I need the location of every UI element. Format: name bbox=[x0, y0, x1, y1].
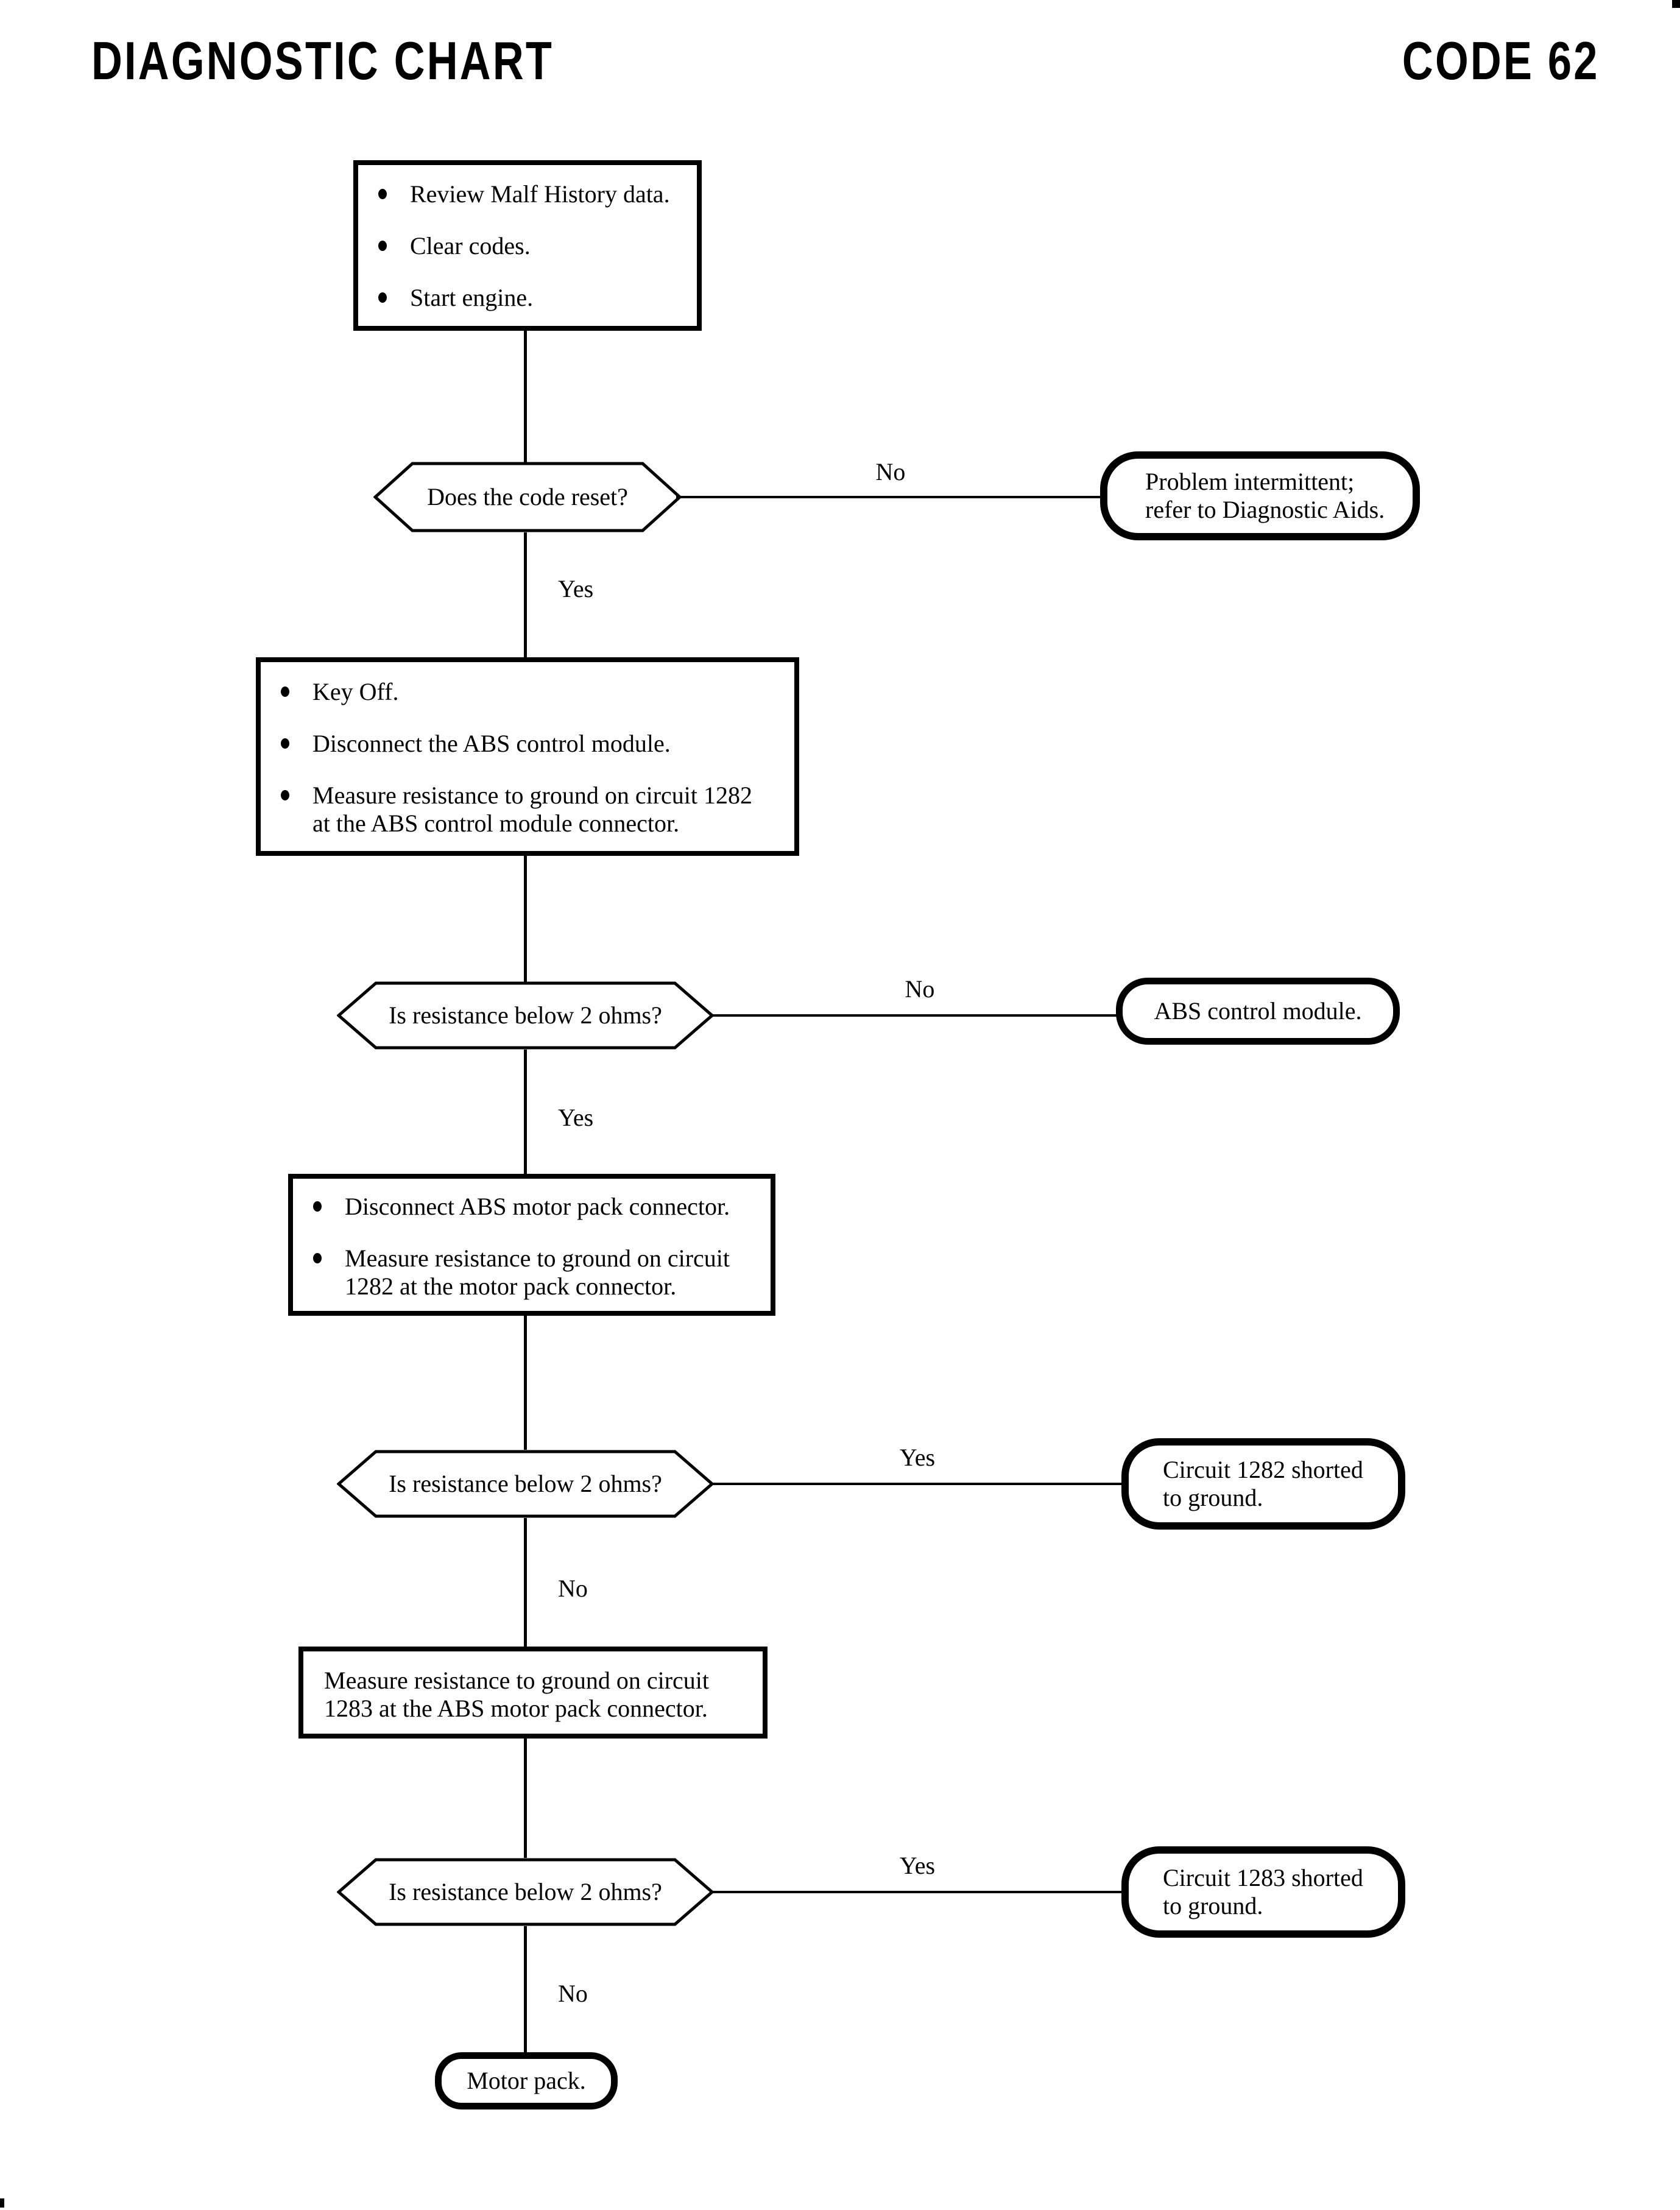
terminal-line: refer to Diagnostic Aids. bbox=[1145, 496, 1385, 523]
scan-artifact-bottom-left bbox=[0, 2198, 4, 2208]
list-item: Measure resistance to ground on circuit … bbox=[313, 1244, 764, 1301]
list-item-text: at the ABS control module connector. bbox=[312, 810, 680, 837]
branch-label-yes: Yes bbox=[899, 1852, 936, 1879]
decision-question: Does the code reset? bbox=[427, 483, 628, 510]
terminal-line: to ground. bbox=[1163, 1484, 1263, 1511]
list-item: Key Off. bbox=[281, 678, 788, 706]
code-number-text: CODE 62 bbox=[1402, 30, 1600, 91]
action-box-text: Measure resistance to ground on circuit bbox=[324, 1667, 710, 1694]
terminal-abs-control-module: ABS control module. bbox=[1116, 978, 1400, 1045]
terminal-motor-pack: Motor pack. bbox=[435, 2052, 618, 2109]
connector-decision2-no bbox=[710, 1014, 1130, 1017]
list-item-text: Measure resistance to ground on circuit bbox=[345, 1244, 730, 1272]
action-box-list: Disconnect ABS motor pack connector. Mea… bbox=[293, 1193, 771, 1301]
list-item: Review Malf History data. bbox=[378, 180, 691, 208]
scan-artifact-top-right bbox=[1672, 0, 1680, 8]
page-title: DIAGNOSTIC CHART bbox=[91, 32, 669, 90]
terminal-line: to ground. bbox=[1163, 1892, 1263, 1919]
connector-start-to-decision1 bbox=[524, 331, 527, 463]
bullet-icon bbox=[378, 241, 387, 251]
start-box-list: Review Malf History data. Clear codes. S… bbox=[358, 180, 697, 312]
list-item-text: Measure resistance to ground on circuit … bbox=[312, 782, 753, 809]
list-item: Measure resistance to ground on circuit … bbox=[281, 782, 788, 838]
list-item-text: Start engine. bbox=[410, 284, 534, 311]
connector-decision2-yes bbox=[524, 1050, 527, 1174]
list-item: Clear codes. bbox=[378, 232, 691, 260]
connector-box3-to-decision3 bbox=[524, 1316, 527, 1450]
terminal-line: Motor pack. bbox=[467, 2067, 586, 2094]
terminal-circuit-1282-shorted: Circuit 1282 shorted to ground. bbox=[1121, 1438, 1405, 1530]
decision-resistance-1: Is resistance below 2 ohms? bbox=[337, 981, 714, 1050]
terminal-line: Problem intermittent; bbox=[1145, 468, 1355, 495]
list-item-text: Clear codes. bbox=[410, 232, 531, 259]
list-item: Start engine. bbox=[378, 284, 691, 312]
terminal-problem-intermittent: Problem intermittent; refer to Diagnosti… bbox=[1100, 451, 1420, 540]
bullet-icon bbox=[378, 292, 387, 303]
list-item-text: Key Off. bbox=[312, 678, 399, 705]
decision-resistance-3: Is resistance below 2 ohms? bbox=[337, 1858, 714, 1926]
page-title-text: DIAGNOSTIC CHART bbox=[91, 30, 554, 91]
branch-label-no: No bbox=[558, 1980, 588, 2007]
decision-code-reset: Does the code reset? bbox=[373, 462, 682, 532]
terminal-line: ABS control module. bbox=[1154, 997, 1362, 1025]
list-item-text: Review Malf History data. bbox=[410, 180, 670, 208]
terminal-circuit-1283-shorted: Circuit 1283 shorted to ground. bbox=[1121, 1846, 1405, 1938]
connector-decision4-no bbox=[524, 1926, 527, 2052]
branch-label-yes: Yes bbox=[899, 1444, 936, 1471]
action-box-motor-pack-check: Disconnect ABS motor pack connector. Mea… bbox=[288, 1174, 775, 1316]
list-item: Disconnect ABS motor pack connector. bbox=[313, 1193, 764, 1221]
bullet-icon bbox=[281, 790, 289, 800]
decision-resistance-2: Is resistance below 2 ohms? bbox=[337, 1450, 714, 1518]
list-item-text: Disconnect the ABS control module. bbox=[312, 730, 671, 757]
connector-box4-to-decision4 bbox=[524, 1739, 527, 1858]
bullet-icon bbox=[281, 687, 289, 697]
branch-label-no: No bbox=[558, 1575, 588, 1602]
decision-question: Is resistance below 2 ohms? bbox=[389, 1470, 662, 1497]
bullet-icon bbox=[378, 189, 387, 199]
list-item: Disconnect the ABS control module. bbox=[281, 730, 788, 758]
code-number: CODE 62 bbox=[1353, 32, 1600, 90]
connector-decision4-yes bbox=[710, 1891, 1124, 1893]
list-item-text: Disconnect ABS motor pack connector. bbox=[345, 1193, 730, 1220]
action-box-text: 1283 at the ABS motor pack connector. bbox=[324, 1695, 708, 1722]
connector-decision3-yes bbox=[710, 1483, 1124, 1485]
branch-label-no: No bbox=[875, 458, 906, 485]
branch-label-yes: Yes bbox=[558, 1104, 594, 1131]
connector-decision3-no bbox=[524, 1518, 527, 1647]
connector-box2-to-decision2 bbox=[524, 856, 527, 984]
start-box: Review Malf History data. Clear codes. S… bbox=[353, 160, 702, 331]
decision-question: Is resistance below 2 ohms? bbox=[389, 1878, 662, 1905]
bullet-icon bbox=[313, 1253, 322, 1263]
bullet-icon bbox=[281, 738, 289, 749]
decision-question: Is resistance below 2 ohms? bbox=[389, 1001, 662, 1029]
action-box-module-check: Key Off. Disconnect the ABS control modu… bbox=[256, 657, 799, 856]
action-box-list: Key Off. Disconnect the ABS control modu… bbox=[261, 678, 794, 838]
connector-decision1-yes bbox=[524, 532, 527, 657]
list-item-text: 1282 at the motor pack connector. bbox=[345, 1273, 677, 1300]
connector-decision1-no bbox=[676, 496, 1103, 498]
action-box-1283-check: Measure resistance to ground on circuit … bbox=[298, 1647, 768, 1739]
terminal-line: Circuit 1283 shorted bbox=[1163, 1864, 1363, 1891]
terminal-line: Circuit 1282 shorted bbox=[1163, 1456, 1363, 1483]
branch-label-no: No bbox=[905, 975, 935, 1003]
bullet-icon bbox=[313, 1201, 322, 1212]
branch-label-yes: Yes bbox=[558, 575, 594, 602]
